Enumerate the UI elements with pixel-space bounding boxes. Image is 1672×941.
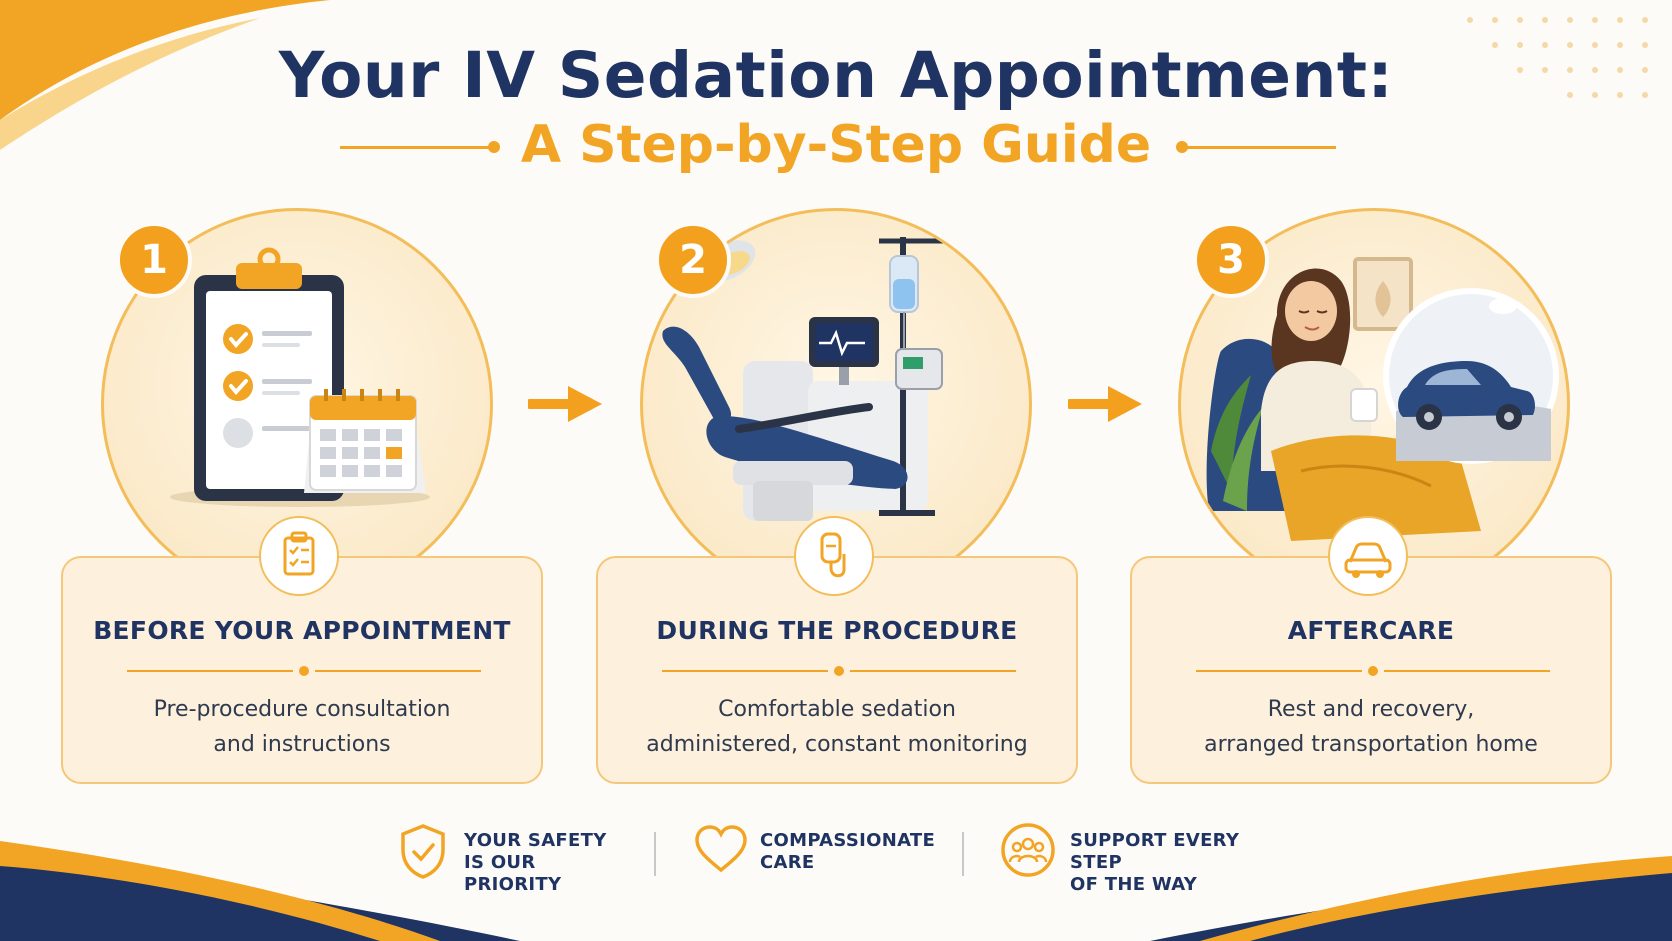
step-3-title: AFTERCARE (1287, 616, 1455, 645)
bottom-wave-decoration (0, 841, 1672, 941)
iv-drip-icon (794, 516, 874, 596)
dot-pattern-decoration (1467, 17, 1648, 98)
card-dot (299, 666, 309, 676)
step-2-badge: 2 (655, 222, 731, 298)
step-2-card: DURING THE PROCEDURE Comfortable sedatio… (596, 556, 1078, 784)
footer-support-line2: OF THE WAY (1070, 874, 1198, 895)
step-1-title: BEFORE YOUR APPOINTMENT (93, 616, 511, 645)
step-3-badge: 3 (1193, 222, 1269, 298)
arrow-right-icon (1068, 386, 1142, 422)
step-3-description: Rest and recovery, arranged transportati… (1204, 697, 1538, 757)
step-1-card: BEFORE YOUR APPOINTMENT Pre-procedure co… (61, 556, 543, 784)
step-2-description: Comfortable sedation administered, const… (646, 697, 1028, 757)
group-icon (1001, 823, 1055, 877)
footer-support: SUPPORT EVERY STEP OF THE WAY (1000, 822, 1280, 895)
card-rule (315, 670, 481, 672)
subtitle-dot-right (1176, 141, 1188, 153)
card-rule (1384, 670, 1550, 672)
footer-separator (962, 832, 964, 876)
clipboard-calendar-illustration (170, 247, 430, 507)
page-subtitle: A Step-by-Step Guide (520, 115, 1152, 175)
step-1-badge: 1 (116, 222, 192, 298)
step-1-description: Pre-procedure consultation and instructi… (153, 697, 451, 757)
card-rule (850, 670, 1016, 672)
dental-chair-iv-illustration (662, 237, 943, 521)
subtitle-rule-right (1186, 146, 1336, 149)
top-left-wave-decoration (0, 0, 330, 150)
footer-compassion-line1: COMPASSIONATE (760, 830, 936, 851)
resting-patient-car-illustration (1206, 257, 1559, 541)
subtitle-rule-left (340, 146, 490, 149)
card-dot (834, 666, 844, 676)
footer-safety-line1: YOUR SAFETY (464, 830, 607, 851)
footer-compassion: COMPASSIONATE CARE (694, 822, 936, 882)
arrow-right-icon (528, 386, 602, 422)
footer-safety: YOUR SAFETY IS OUR PRIORITY (398, 822, 638, 895)
card-rule (127, 670, 293, 672)
footer-safety-line2: IS OUR PRIORITY (464, 852, 562, 895)
car-icon (1328, 516, 1408, 596)
card-rule (1196, 670, 1362, 672)
card-rule (662, 670, 828, 672)
footer-separator (654, 832, 656, 876)
heart-icon (695, 825, 747, 873)
shield-check-icon (401, 824, 445, 879)
checklist-icon (259, 516, 339, 596)
page-title: Your IV Sedation Appointment: (278, 39, 1394, 112)
footer-support-line1: SUPPORT EVERY STEP (1070, 830, 1240, 873)
card-dot (1368, 666, 1378, 676)
step-2-title: DURING THE PROCEDURE (656, 616, 1018, 645)
subtitle-dot-left (488, 141, 500, 153)
footer-compassion-line2: CARE (760, 852, 815, 873)
